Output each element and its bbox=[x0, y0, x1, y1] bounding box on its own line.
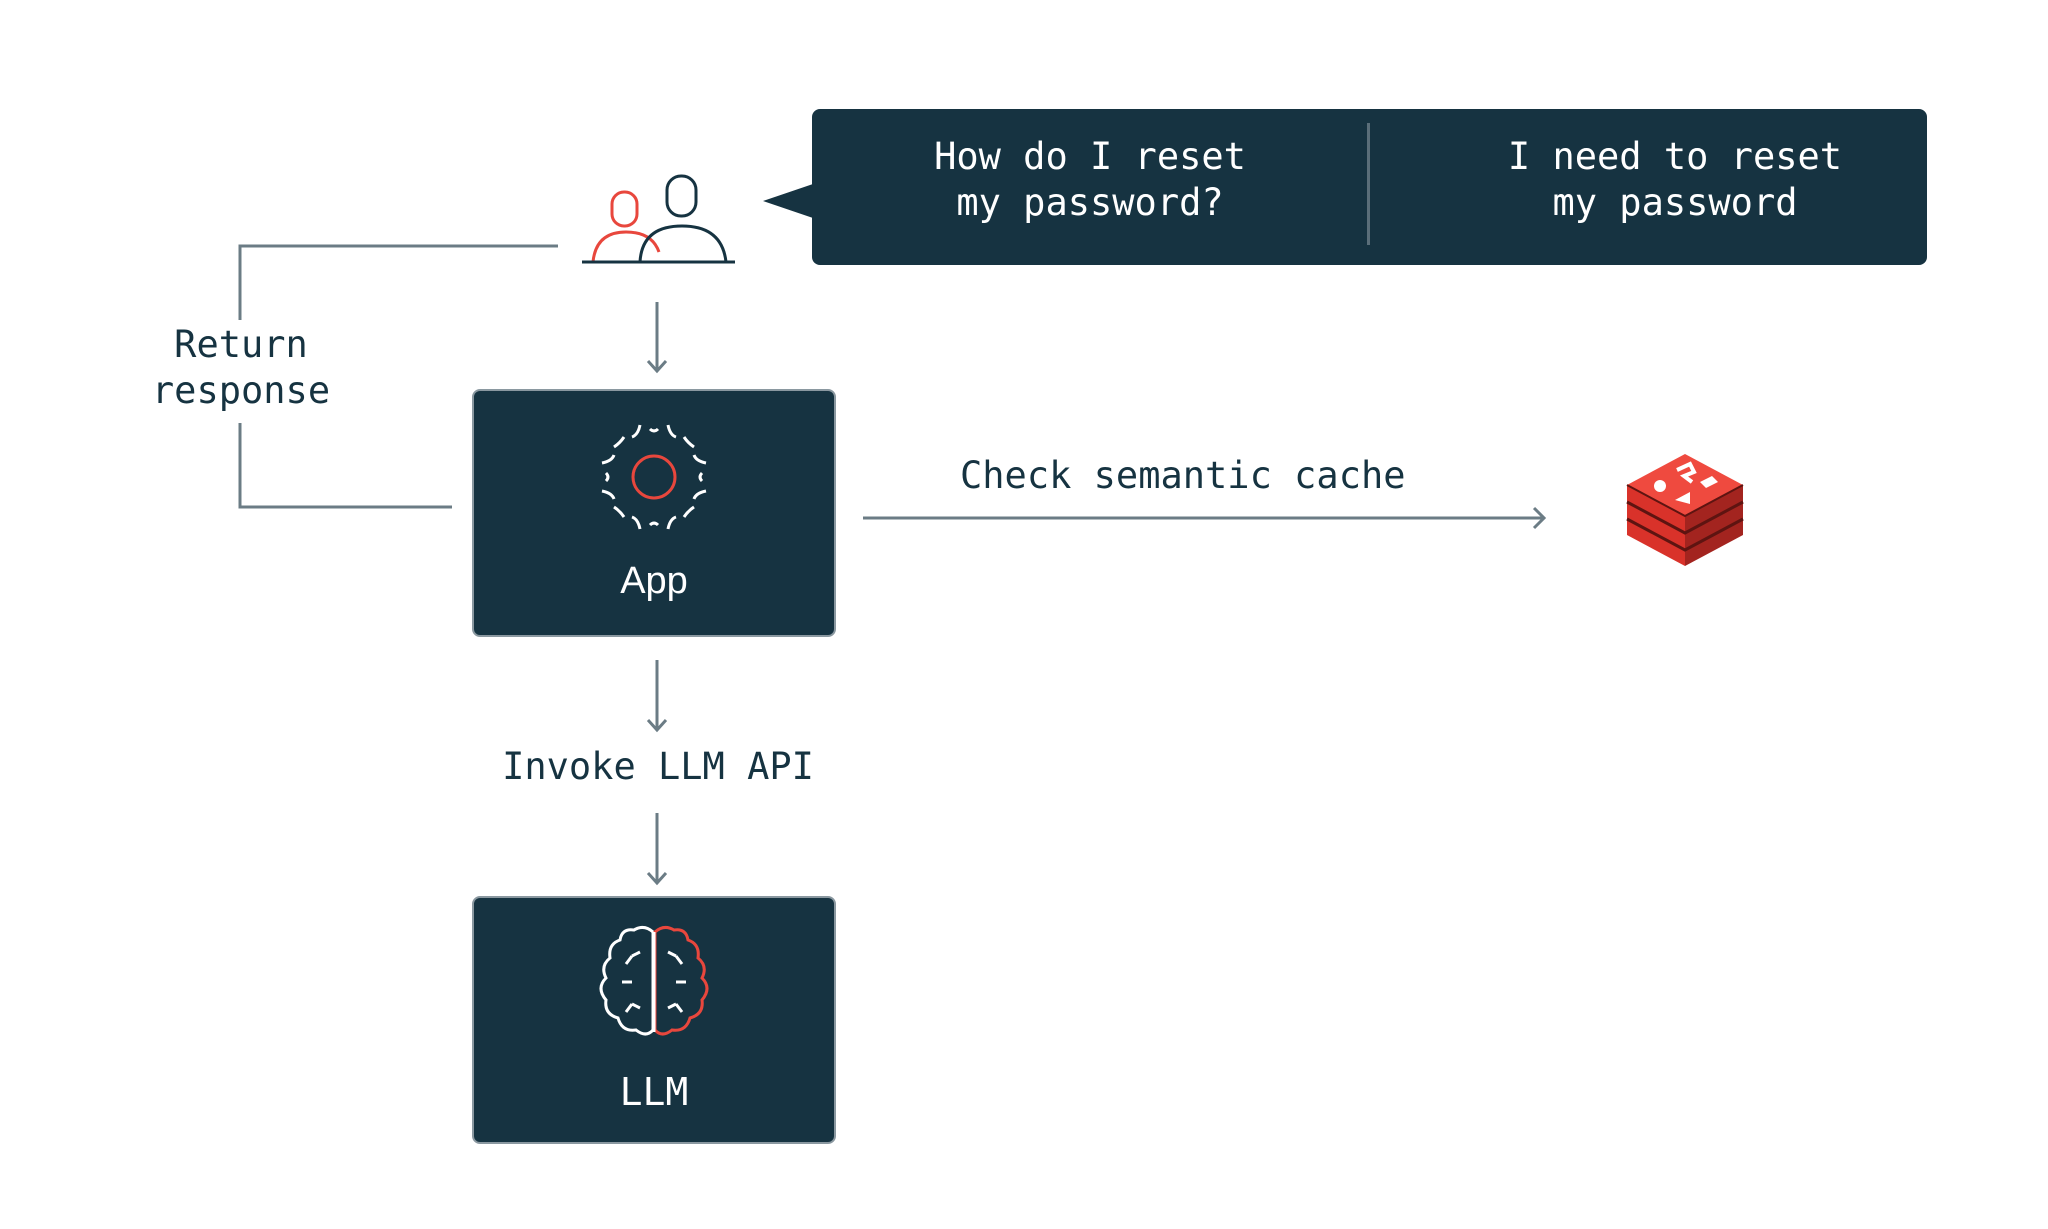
redis-cache-icon bbox=[1626, 454, 1744, 566]
llm-node: LLM bbox=[472, 896, 836, 1144]
user-message-1: How do I reset my password? bbox=[934, 135, 1246, 224]
gear-icon bbox=[601, 424, 707, 530]
speech-bubble-divider bbox=[1367, 123, 1370, 245]
users-icon bbox=[582, 174, 735, 264]
speech-bubble-tail bbox=[763, 184, 813, 218]
invoke-to-llm-arrow bbox=[646, 813, 668, 886]
app-to-invoke-arrow bbox=[646, 660, 668, 733]
app-label: App bbox=[620, 560, 688, 602]
invoke-llm-api-label: Invoke LLM API bbox=[502, 745, 814, 788]
app-node: App bbox=[472, 389, 836, 637]
user-message-2: I need to reset my password bbox=[1507, 135, 1843, 224]
app-to-cache-arrow bbox=[863, 506, 1547, 530]
return-response-connector-lower bbox=[238, 423, 452, 509]
brain-icon bbox=[599, 925, 709, 1036]
user-to-app-arrow bbox=[646, 302, 668, 374]
return-response-label: Return response bbox=[151, 323, 331, 412]
return-response-connector bbox=[238, 244, 558, 320]
check-semantic-cache-label: Check semantic cache bbox=[960, 454, 1406, 497]
llm-label: LLM bbox=[619, 1070, 689, 1114]
